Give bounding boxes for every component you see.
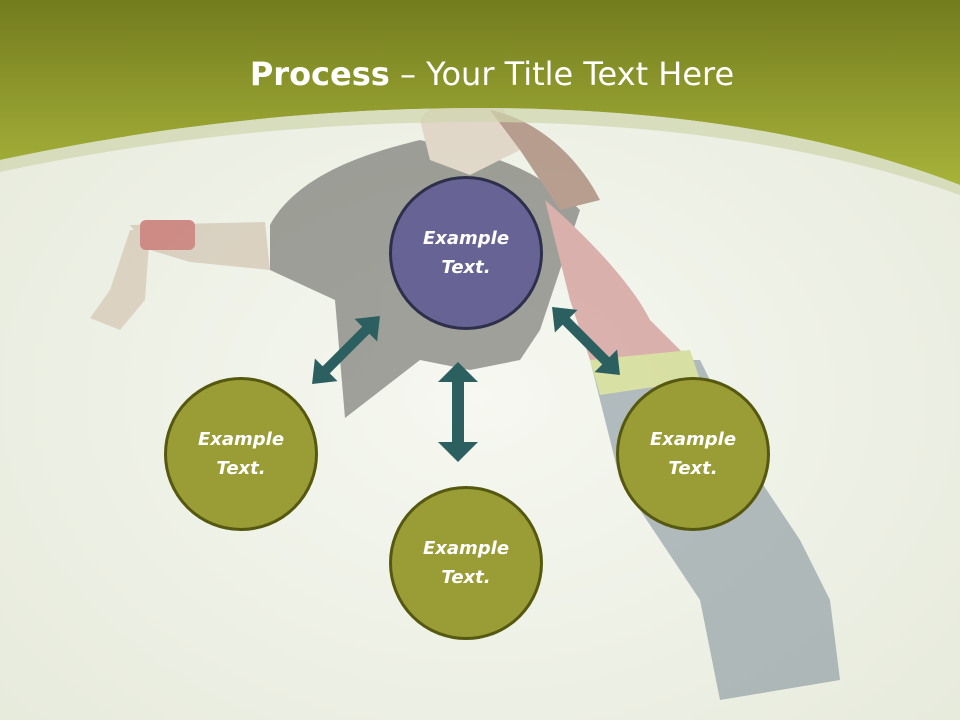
title-bold: Process bbox=[249, 55, 390, 93]
arrow-center-left bbox=[312, 316, 380, 384]
right-line2: Text. bbox=[668, 458, 718, 479]
page-title: Process – Your Title Text Here bbox=[0, 52, 960, 96]
arrow-center-bottom bbox=[438, 362, 478, 462]
center-line1: Example bbox=[422, 228, 510, 249]
left-line2: Text. bbox=[216, 458, 266, 479]
left-line1: Example bbox=[197, 429, 285, 450]
title-rest: – Your Title Text Here bbox=[389, 55, 735, 93]
bottom-line2: Text. bbox=[441, 567, 491, 588]
center-line2: Text. bbox=[441, 257, 491, 278]
arrow-center-right bbox=[552, 307, 620, 375]
right-line1: Example bbox=[649, 429, 737, 450]
bottom-line1: Example bbox=[422, 538, 510, 559]
